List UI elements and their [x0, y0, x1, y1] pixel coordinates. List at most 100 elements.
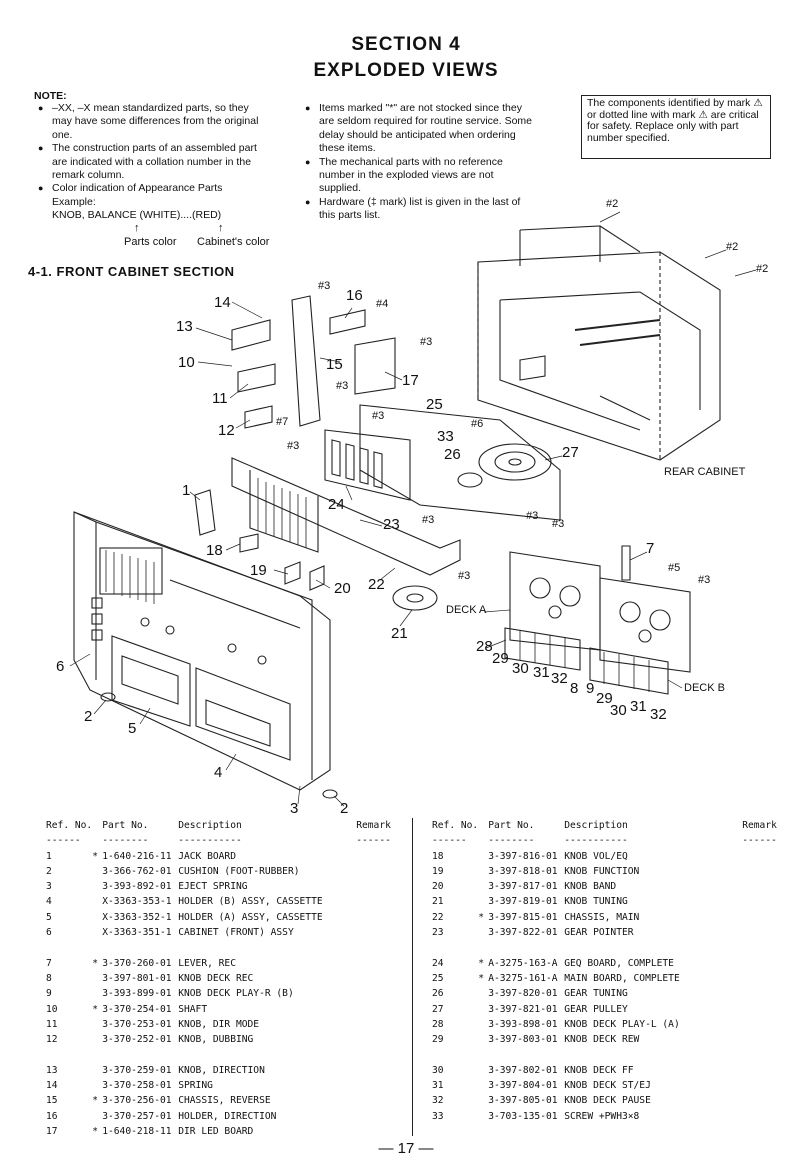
callout-16: 16 [346, 287, 363, 304]
header-remark: Remark [356, 820, 391, 831]
parts-color-label: Parts color [124, 236, 177, 248]
header-ref: Ref. No. [432, 820, 479, 831]
parts-table-right: Ref. No. Part No. Description Remark ---… [432, 820, 777, 1126]
deck-b-label: DECK B [684, 682, 725, 694]
hardware-ref: #2 [756, 263, 769, 275]
hardware-ref: #2 [606, 198, 619, 210]
hardware-ref: #2 [726, 241, 739, 253]
callout-27: 27 [562, 444, 579, 461]
hardware-ref: #3 [372, 410, 385, 422]
callout-29b: 29 [596, 690, 613, 707]
hardware-ref: #3 [420, 336, 433, 348]
callout-3: 3 [290, 800, 299, 817]
hardware-ref: #3 [526, 510, 539, 522]
table-header-row: Ref. No. Part No. Description Remark [46, 820, 391, 835]
callout-30b: 30 [610, 702, 627, 719]
callout-8: 8 [570, 680, 579, 697]
hardware-ref: #3 [318, 280, 331, 292]
arrow-up-icon: ↑ [218, 222, 224, 234]
callout-1: 1 [182, 482, 191, 499]
note-heading: NOTE: [34, 90, 67, 102]
cabinet-color-label: Cabinet's color [197, 236, 270, 248]
callout-32b: 32 [650, 706, 667, 723]
note-column-2: Items marked "*" are not stocked since t… [305, 102, 533, 223]
hardware-ref: #3 [336, 380, 349, 392]
page-number: — 17 — [378, 1140, 434, 1157]
callout-13: 13 [176, 318, 193, 335]
callout-7: 7 [646, 540, 655, 557]
header-desc: Description [564, 820, 628, 831]
hardware-ref: #3 [458, 570, 471, 582]
safety-note-box: The components identified by mark ⚠ or d… [581, 95, 771, 159]
arrow-up-icon: ↑ [134, 222, 140, 234]
callout-10: 10 [178, 354, 195, 371]
callout-4: 4 [214, 764, 223, 781]
callout-17: 17 [402, 372, 419, 389]
note-item: Items marked "*" are not stocked since t… [305, 102, 533, 156]
note-item: The construction parts of an assembled p… [38, 142, 266, 182]
hardware-ref: #5 [668, 562, 681, 574]
hardware-ref: #4 [376, 298, 389, 310]
callout-31: 31 [533, 664, 550, 681]
section-heading: 4-1. FRONT CABINET SECTION [28, 264, 235, 279]
hardware-ref: #3 [422, 514, 435, 526]
column-divider [412, 818, 413, 1136]
rear-cabinet-label: REAR CABINET [664, 466, 746, 478]
note-item: –XX, –X mean standardized parts, so they… [38, 102, 266, 142]
table-dash-row: ------------------------------- [46, 835, 391, 847]
callout-15: 15 [326, 356, 343, 373]
header-desc: Description [178, 820, 242, 831]
header-part: Part No. [102, 820, 149, 831]
callout-2: 2 [84, 708, 93, 725]
table-dash-row: ------------------------------- [432, 835, 777, 847]
header-ref: Ref. No. [46, 820, 93, 831]
callout-26: 26 [444, 446, 461, 463]
callout-23: 23 [383, 516, 400, 533]
callout-14: 14 [214, 294, 231, 311]
callout-22: 22 [368, 576, 385, 593]
callout-21: 21 [391, 625, 408, 642]
header-part: Part No. [488, 820, 535, 831]
header-remark: Remark [742, 820, 777, 831]
callout-2b: 2 [340, 800, 349, 817]
color-example: KNOB, BALANCE (WHITE)....(RED) [52, 209, 222, 222]
callout-31b: 31 [630, 698, 647, 715]
hardware-ref: #7 [276, 416, 289, 428]
hardware-ref: #3 [552, 518, 565, 530]
section-number: SECTION 4 [351, 34, 461, 55]
callout-18: 18 [206, 542, 223, 559]
callout-12: 12 [218, 422, 235, 439]
callout-25: 25 [426, 396, 443, 413]
callout-33: 33 [437, 428, 454, 445]
callout-24: 24 [328, 496, 345, 513]
callout-5: 5 [128, 720, 137, 737]
callout-19: 19 [250, 562, 267, 579]
hardware-ref: #3 [698, 574, 711, 586]
